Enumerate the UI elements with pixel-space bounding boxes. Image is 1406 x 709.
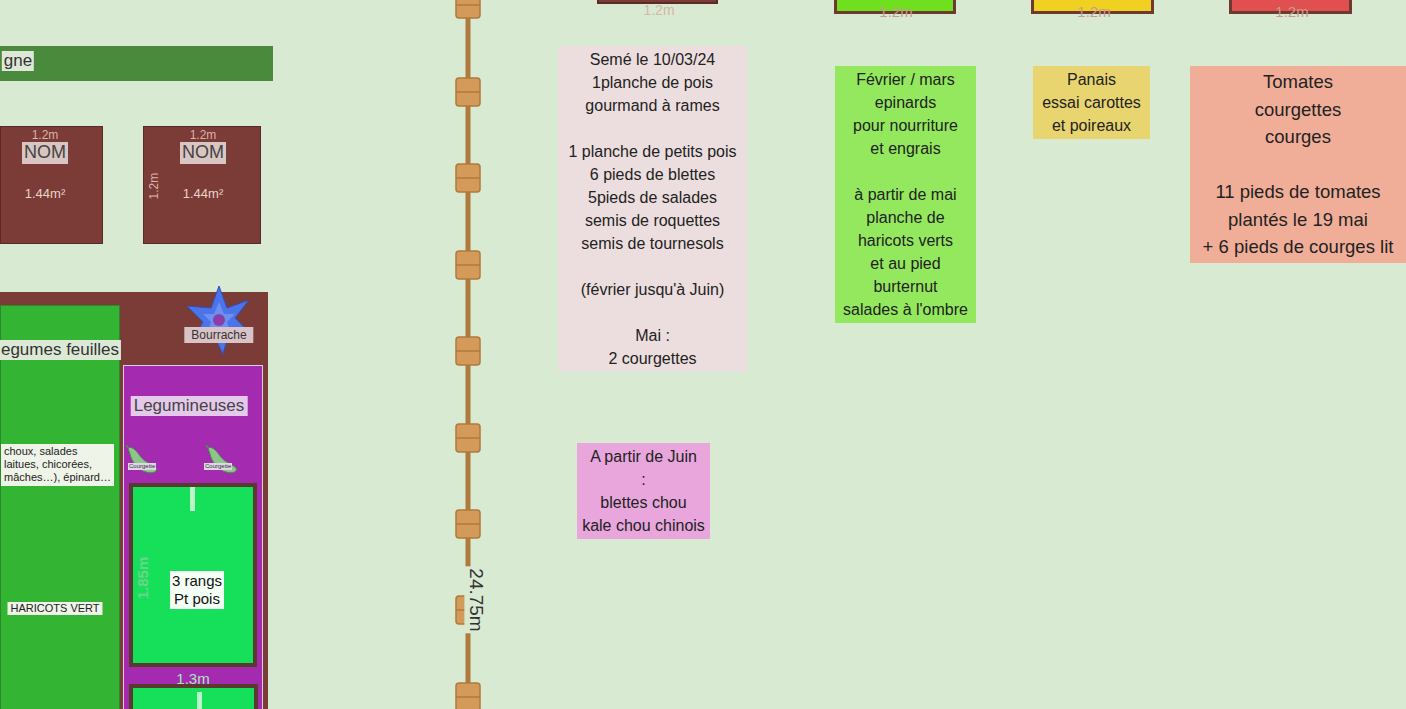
note-text: à partir de mai planche de haricots vert… <box>835 183 976 321</box>
plot-label: choux, salades laitues, chicorées, mâche… <box>1 444 114 486</box>
plot-label: 1.2m <box>1077 3 1110 21</box>
plot-label: 1.2m <box>1275 3 1308 21</box>
plot-bed: 1.2m <box>1229 0 1352 14</box>
plot-bed: 1.2m1.2mNOM1.44m² <box>143 126 261 244</box>
note-text: 1 planche de petits pois 6 pieds de blet… <box>558 140 747 255</box>
plot-label: 1.85m <box>134 557 152 600</box>
plot-label: Legumineuses <box>131 396 248 416</box>
note-box: Semé le 10/03/24 1planche de pois gourma… <box>558 46 747 372</box>
note-text: Mai : 2 courgettes <box>558 324 747 370</box>
note-box: A partir de Juin : blettes chou kale cho… <box>577 443 710 539</box>
plot-label: 1.44m² <box>183 186 223 202</box>
note-text: Tomates courgettes courges <box>1190 68 1406 151</box>
note-text: 11 pieds de tomates plantés le 19 mai + … <box>1190 178 1406 261</box>
plot-bed: 1.2mNOM 1.44m² <box>0 126 103 244</box>
leafy-zone: egumes feuilles choux, salades laitues, c… <box>0 305 120 709</box>
plot-label: 1.2m <box>879 3 912 21</box>
plot-label: 1.2m <box>32 128 59 142</box>
vine-band: gne <box>0 46 273 81</box>
plot-label: 1.2m <box>147 173 161 200</box>
note-text: Semé le 10/03/24 1planche de pois gourma… <box>558 48 747 117</box>
plot-label: gne <box>2 51 34 71</box>
plot-label: egumes feuilles <box>0 340 121 360</box>
note-text: (février jusqu'à Juin) <box>558 278 747 301</box>
note-text: A partir de Juin : blettes chou kale cho… <box>577 445 710 537</box>
legume-zone: Courgette Courgette Legumineuses 1.85m 3 ran… <box>123 365 263 709</box>
plot-bed: 1.2m <box>834 0 956 14</box>
plant-label: Courgette <box>204 463 232 470</box>
plot-bed: 1.2m <box>1031 0 1154 14</box>
garden-bed: Bourrache egumes feuilles choux, salades l… <box>0 292 268 709</box>
plant-label: Courgette <box>128 463 156 470</box>
plot-label: 1.3m <box>176 670 209 688</box>
note-text: Panais essai carottes et poireaux <box>1033 68 1150 137</box>
pea-bed: 1.85m3 rangs Pt pois1.3m <box>129 483 257 667</box>
bed-mark <box>197 692 202 709</box>
dimension-label: 24.75m <box>465 566 488 633</box>
note-text: Février / mars epinards pour nourriture … <box>835 68 976 160</box>
plot-label: 1.2m <box>190 128 217 142</box>
plot-label: 3 rangs Pt pois <box>170 571 224 609</box>
plant-icon <box>183 284 255 356</box>
note-box: Panais essai carottes et poireaux <box>1033 66 1150 139</box>
pea-bed <box>129 684 258 709</box>
plot-label: HARICOTS VERT <box>7 602 102 615</box>
plot-label: Bourrache <box>184 327 253 343</box>
plot-bed: 1.2m <box>597 0 718 4</box>
plot-label: 1.44m² <box>25 186 65 202</box>
plot-label: NOM <box>180 142 226 164</box>
bed-mark <box>190 487 195 511</box>
plot-label: NOM <box>22 142 68 164</box>
note-box: Février / mars epinards pour nourriture … <box>835 66 976 323</box>
plot-label: 1.2m <box>643 2 674 19</box>
note-box: Tomates courgettes courges 11 pieds de to… <box>1190 66 1406 263</box>
